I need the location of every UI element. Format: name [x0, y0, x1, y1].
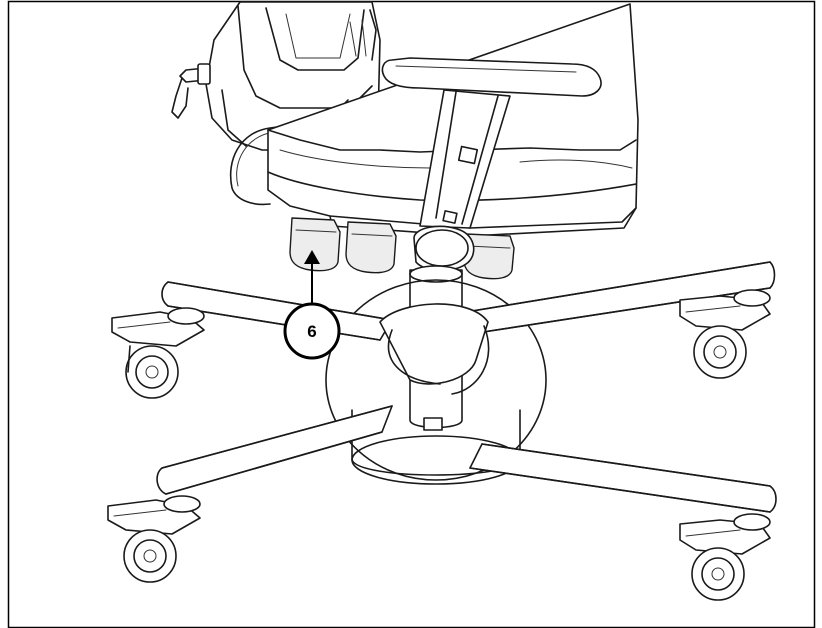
caster-front-left — [107, 495, 201, 583]
back-clamp-lever — [171, 63, 211, 119]
callout-6: 6 — [283, 250, 341, 360]
armrest — [381, 57, 602, 229]
caster-front-right — [679, 513, 771, 601]
seat-adjustment-paddles — [289, 217, 515, 280]
callout-arrowhead — [304, 250, 320, 264]
star-base — [156, 261, 777, 513]
caster-rear-right — [679, 289, 771, 379]
callout-label: 6 — [307, 322, 316, 341]
caster-rear-left — [111, 307, 205, 399]
callout-circle — [283, 302, 341, 360]
